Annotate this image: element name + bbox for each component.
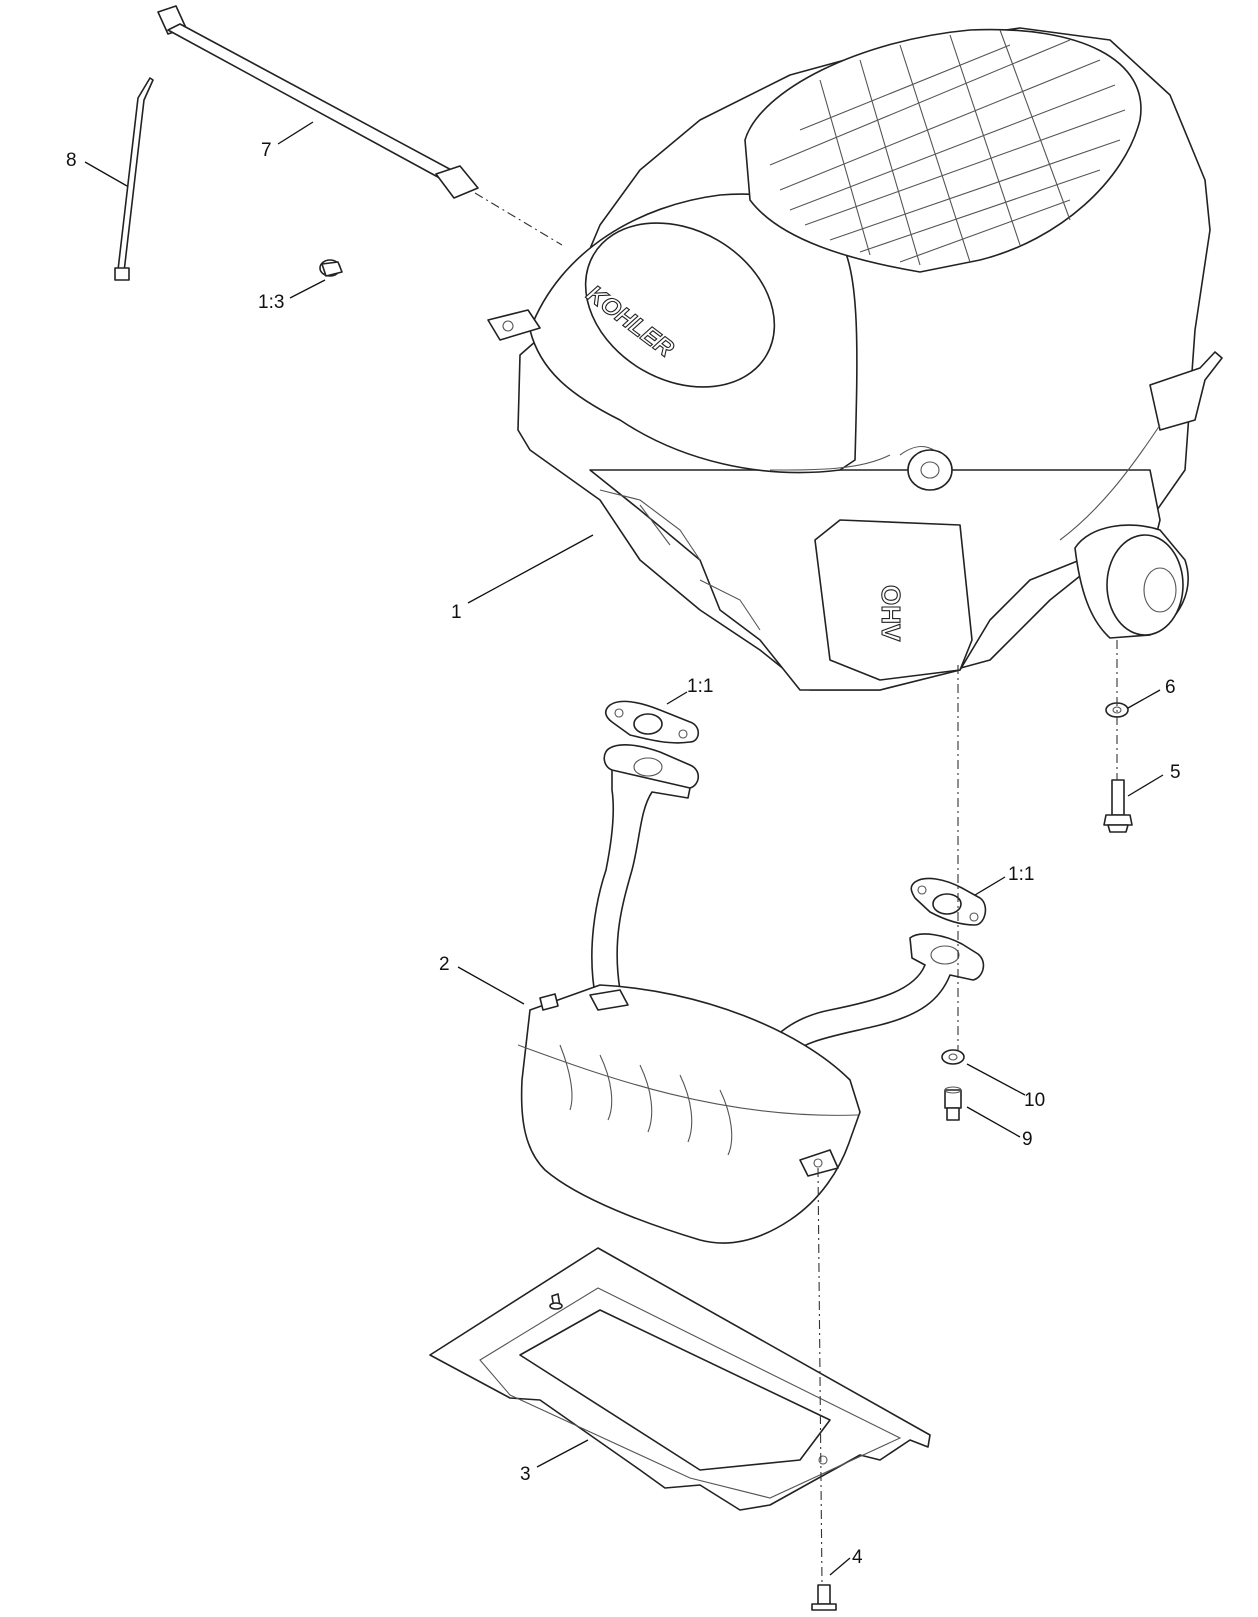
cable-tie: [114, 77, 154, 281]
valve-cover: OHV: [814, 519, 973, 681]
callout-10: 10: [1024, 1090, 1045, 1111]
callout-5: 5: [1170, 762, 1181, 783]
exhaust-bolt: [944, 1086, 962, 1121]
exhaust-gasket-right: [910, 877, 987, 926]
oil-filter: [1074, 524, 1189, 639]
shield-screw: [811, 1584, 837, 1611]
callout-3: 3: [520, 1464, 531, 1485]
heat-shield: [429, 1247, 931, 1511]
leader-lines: [84, 121, 1164, 1576]
callout-labels: 1 2 3 4 5 6 7 8 9 10 1:1 1:1 1:3: [66, 140, 1181, 1568]
muffler: [517, 743, 985, 1244]
filter-bolt: [1103, 779, 1133, 833]
callout-7: 7: [261, 140, 272, 161]
callout-4: 4: [852, 1547, 863, 1568]
callout-1-3: 1:3: [258, 292, 284, 313]
plug: [319, 259, 343, 277]
callout-1-1-left: 1:1: [687, 676, 713, 697]
flywheel-screen: [744, 28, 1142, 273]
callout-6: 6: [1165, 677, 1176, 698]
callout-1: 1: [451, 602, 462, 623]
callout-9: 9: [1022, 1129, 1033, 1150]
assembly-centerlines: [474, 192, 1118, 1586]
callout-8: 8: [66, 150, 77, 171]
exhaust-washer: [941, 1049, 965, 1065]
fuel-filter: [1059, 351, 1223, 541]
valve-cover-text: OHV: [876, 585, 906, 642]
callout-1-1-right: 1:1: [1008, 864, 1034, 885]
callout-2: 2: [439, 954, 450, 975]
exhaust-gasket-left: [604, 700, 700, 744]
engine-assembly: KOHLER OHV: [487, 27, 1223, 691]
dipstick-tube: [157, 5, 479, 199]
